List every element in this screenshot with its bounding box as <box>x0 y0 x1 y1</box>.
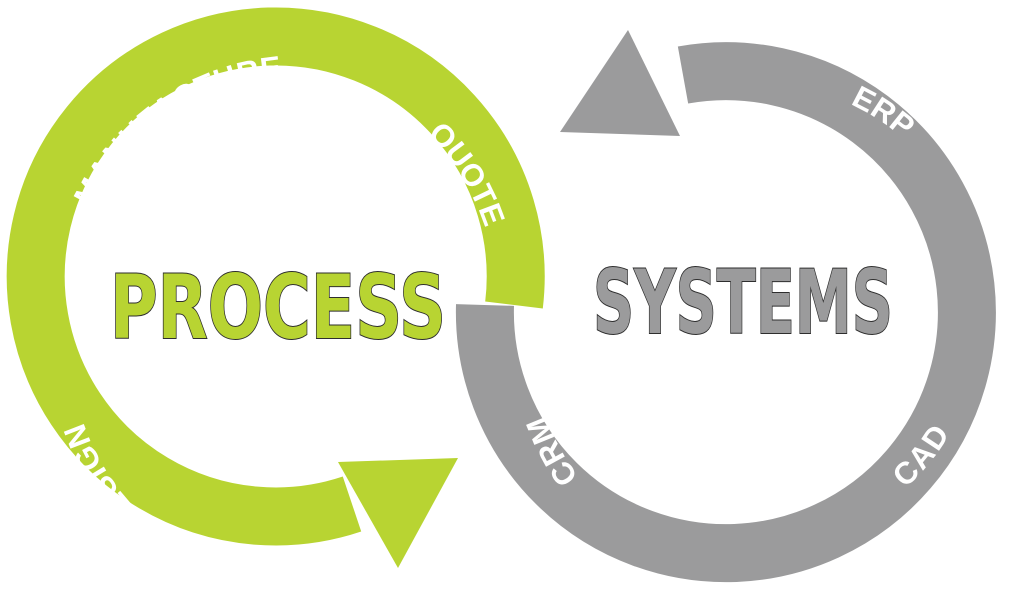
systems-title: SYSTEMS <box>593 251 893 354</box>
process-title: PROCESS <box>110 256 446 359</box>
process-arrowhead <box>338 458 458 568</box>
process-ring <box>6 7 545 546</box>
systems-arrowhead <box>560 30 680 136</box>
process-loop <box>6 7 545 568</box>
systems-loop <box>455 30 996 583</box>
systems-ring <box>455 42 996 583</box>
